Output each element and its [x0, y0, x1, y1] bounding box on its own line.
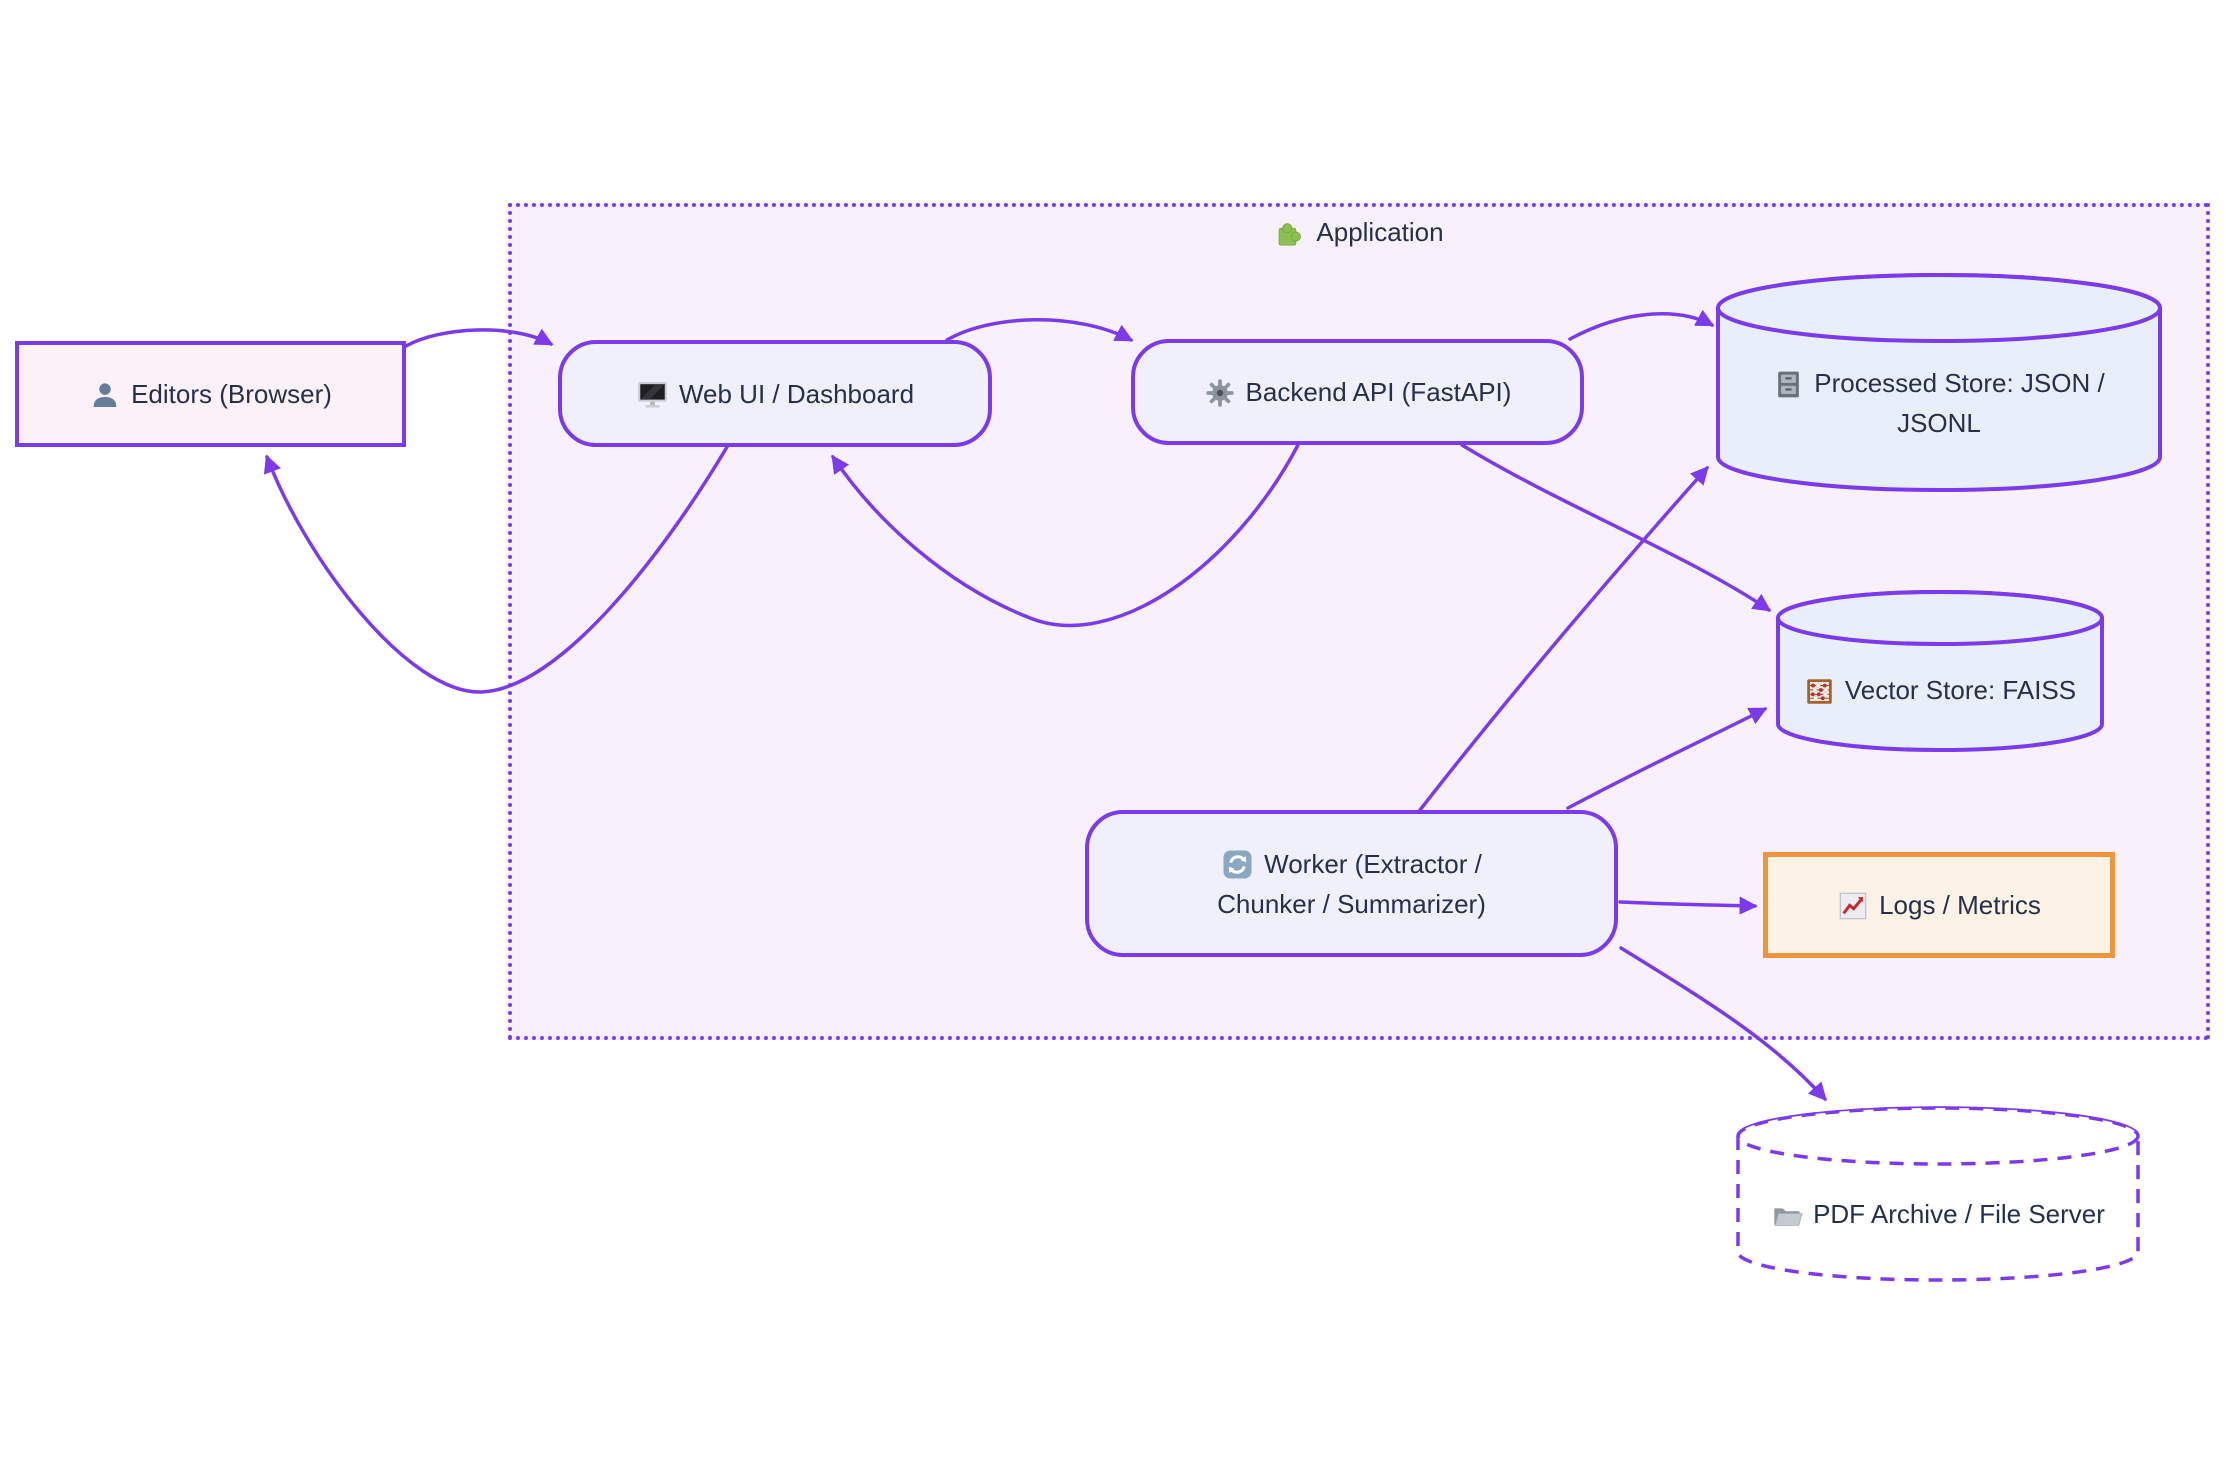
file-cabinet-icon [1778, 371, 1800, 398]
node-worker-label: Worker (Extractor / Chunker / Summarizer… [1217, 848, 1486, 919]
node-processed-label: Processed Store: JSON / JSONL [1814, 368, 2105, 438]
repeat-icon [1223, 849, 1252, 879]
application-container-title: Application [508, 212, 2210, 252]
node-editors-label: Editors (Browser) [131, 379, 332, 409]
node-backend-label: Backend API (FastAPI) [1245, 377, 1512, 407]
node-logs: Logs / Metrics [1763, 852, 2115, 958]
gear-icon [1205, 379, 1234, 407]
node-logs-label: Logs / Metrics [1879, 890, 2041, 920]
node-webui: Web UI / Dashboard [558, 340, 992, 447]
node-pdf: PDF Archive / File Server [1748, 1184, 2128, 1244]
node-vector: Vector Store: FAISS [1782, 660, 2098, 720]
open-folder-icon [1774, 1208, 1803, 1226]
node-worker: Worker (Extractor / Chunker / Summarizer… [1085, 810, 1618, 957]
node-editors: Editors (Browser) [15, 341, 406, 447]
node-vector-label: Vector Store: FAISS [1844, 675, 2077, 705]
monitor-icon [638, 381, 667, 408]
node-processed: Processed Store: JSON / JSONL [1754, 350, 2124, 456]
puzzle-icon [1279, 223, 1302, 246]
person-icon [93, 383, 117, 407]
node-webui-label: Web UI / Dashboard [678, 378, 915, 409]
node-pdf-label: PDF Archive / File Server [1813, 1199, 2105, 1229]
chart-increasing-icon [1839, 892, 1867, 920]
application-container-label: Application [1316, 216, 1444, 247]
abacus-icon [1807, 679, 1832, 704]
node-backend: Backend API (FastAPI) [1131, 339, 1584, 445]
